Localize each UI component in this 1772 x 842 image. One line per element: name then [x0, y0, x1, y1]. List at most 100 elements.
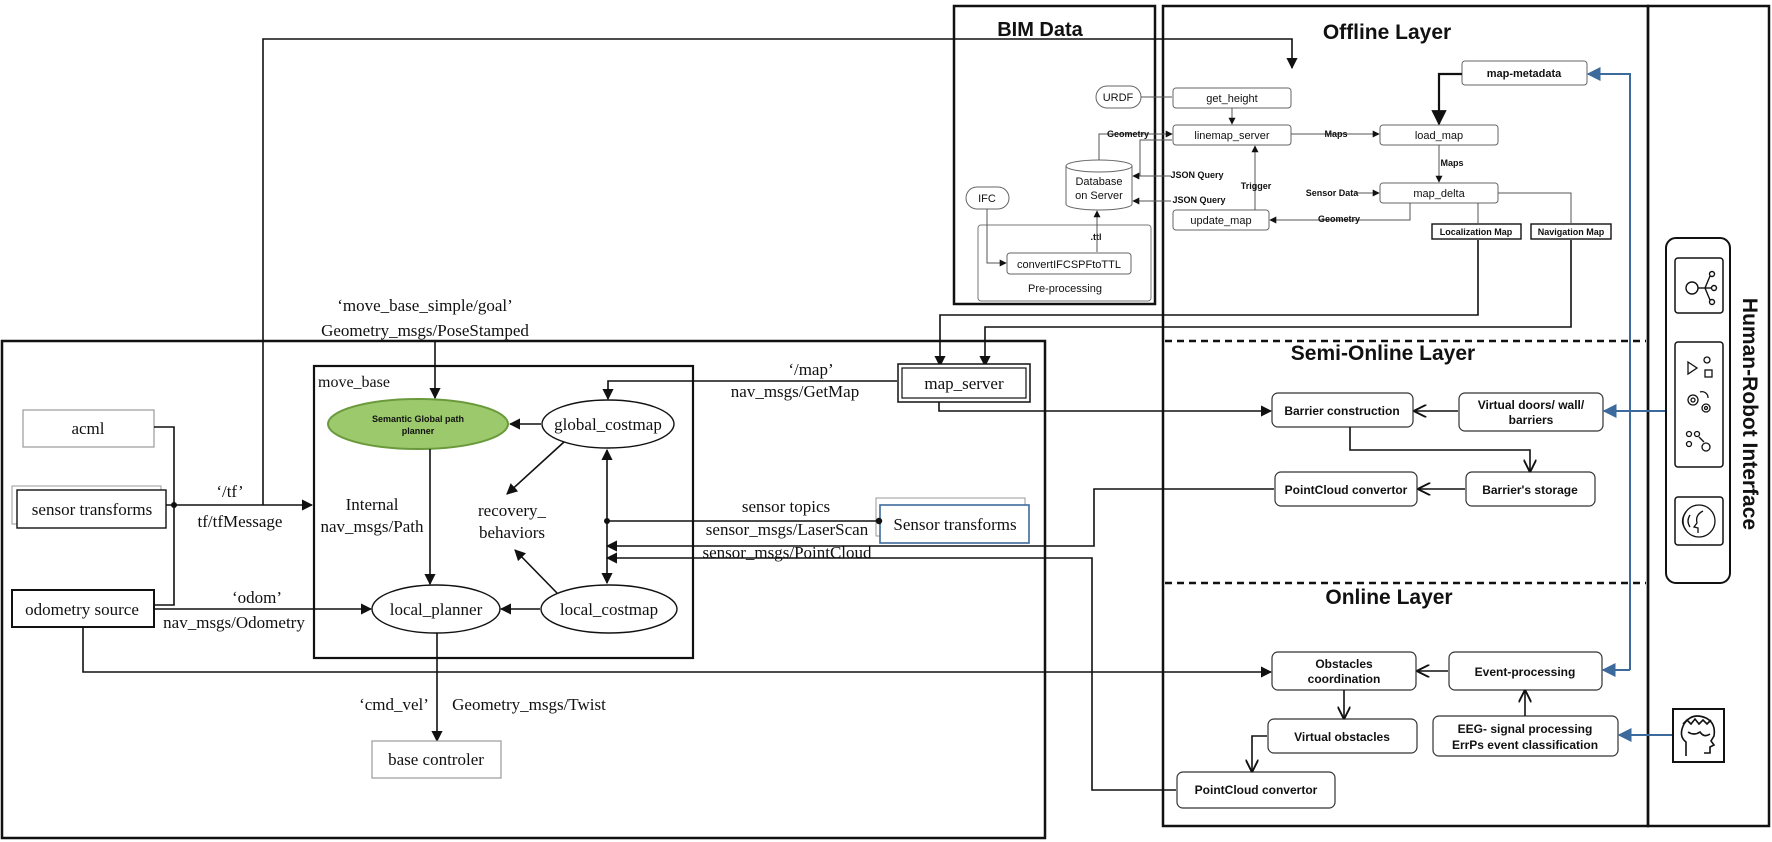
virtual-obstacles-to-pointcloud: [1252, 735, 1267, 771]
linemap-server-label: linemap_server: [1194, 130, 1270, 142]
get-height-label: get_height: [1206, 93, 1257, 105]
tf-topic-label: ‘/tf’: [216, 482, 243, 501]
offline-layer-title: Offline Layer: [1323, 21, 1451, 44]
semi-pointcloud-convertor-node: [1274, 471, 1418, 507]
online-pointcloud-convertor-label: PointCloud convertor: [1195, 783, 1318, 797]
local-planner-label: local_planner: [390, 600, 483, 619]
process-dots-icon: [1685, 430, 1711, 452]
localization-map-to-map-server: [934, 240, 1479, 368]
database-top: [1065, 159, 1133, 173]
urdf-label: URDF: [1103, 92, 1134, 104]
map-topic-label: ‘/map’: [788, 360, 833, 379]
json-query-label-1: JSON Query: [1170, 170, 1223, 180]
ifc-label: IFC: [978, 193, 996, 205]
update-map-node: [1172, 209, 1270, 231]
goal-type-label: Geometry_msgs/PoseStamped: [321, 321, 529, 340]
brain-eeg-icon: [1680, 715, 1716, 756]
base-controller-label: base controler: [388, 750, 484, 769]
acml-label: acml: [71, 419, 104, 438]
local-costmap-label: local_costmap: [560, 600, 658, 619]
map-metadata-label: map-metadata: [1487, 68, 1562, 80]
human-robot-interface-frame: [1646, 4, 1771, 828]
semantic-planner-label-1: Semantic Global path: [372, 414, 464, 424]
map-delta-label: map_delta: [1413, 188, 1465, 200]
tf-to-linemap-arrow: [262, 38, 1298, 505]
geometry-delta-to-update: [1269, 203, 1411, 224]
brain-head-icon: [1672, 708, 1725, 763]
barrier-construction-to-storage: [1349, 427, 1530, 471]
bim-data-frame: [952, 4, 1157, 306]
internal-label-1: Internal: [346, 495, 399, 514]
obstacles-coordination-label-2: coordination: [1308, 672, 1381, 686]
preprocessing-group: [977, 224, 1152, 302]
navigation-stack-frame: [0, 339, 1047, 840]
ttl-label: .ttl: [1091, 232, 1102, 242]
maps-label-1: Maps: [1324, 129, 1347, 139]
event-processing-label: Event-processing: [1475, 665, 1576, 679]
json-query-linemap-to-db: [1133, 139, 1172, 177]
tf-type-label: tf/tfMessage: [198, 512, 283, 531]
convert-ifc-label: convertIFCSPFtoTTL: [1017, 259, 1121, 271]
semantic-global-path-planner-node: [327, 398, 509, 450]
geometry-db-to-linemap: [1098, 130, 1173, 160]
local-costmap-node: [540, 584, 678, 634]
voice-face-icon: [1681, 504, 1716, 538]
obstacles-coordination-label-1: Obstacles: [1315, 657, 1373, 671]
eeg-processing-label-2: ErrPs event classification: [1452, 738, 1598, 752]
workflow-shapes-icon: [1687, 356, 1713, 378]
gear-icon: [1687, 391, 1711, 413]
metadata-to-load-map-arrow: [1431, 72, 1462, 126]
map-server-node: [901, 367, 1027, 399]
virtual-doors-label-1: Virtual doors/ wall/: [1478, 398, 1585, 412]
cmd-vel-label: ‘cmd_vel’: [359, 695, 429, 714]
odom-type-label: nav_msgs/Odometry: [163, 613, 305, 632]
sensor-data-label: Sensor Data: [1306, 188, 1360, 198]
map-server-to-global-costmap-arrow: [602, 380, 897, 401]
odometry-to-obstacles-arrow: [82, 627, 1273, 678]
semantic-planner-label-2: planner: [402, 426, 435, 436]
ifc-to-convert-arrow: [986, 209, 1007, 267]
hri-settings-icon-box: [1674, 341, 1724, 468]
virtual-doors-label-2: barriers: [1509, 413, 1554, 427]
bim-data-title: BIM Data: [997, 19, 1083, 41]
global-costmap-to-recovery-arrow: [506, 441, 565, 495]
internal-label-2: nav_msgs/Path: [321, 517, 424, 536]
sensor-transforms-label: sensor transforms: [32, 500, 152, 519]
recovery-label-1: recovery_: [478, 501, 546, 520]
hri-title: Human-Robot Interface: [1738, 298, 1761, 530]
preprocessing-label: Pre-processing: [1028, 283, 1102, 295]
laserscan-label: sensor_msgs/LaserScan: [706, 520, 869, 539]
navigation-map-node: [1530, 223, 1612, 240]
sensor-transforms-right-node: [879, 504, 1030, 544]
database-label-2: on Server: [1075, 190, 1123, 202]
twist-label: Geometry_msgs/Twist: [452, 695, 606, 714]
base-controller-node: [371, 740, 502, 779]
odometry-source-label: odometry source: [25, 600, 139, 619]
barrier-construction-label: Barrier construction: [1284, 404, 1399, 418]
costmap-to-online-pointcloud: [605, 552, 1176, 791]
semi-online-layer-title: Semi-Online Layer: [1291, 342, 1475, 365]
sensor-transforms-right-label: Sensor transforms: [893, 515, 1016, 534]
virtual-obstacles-label: Virtual obstacles: [1294, 730, 1390, 744]
move-base-group: [312, 364, 695, 660]
acml-link: [154, 426, 175, 505]
convert-ifc-node: [1006, 252, 1132, 275]
map-type-label: nav_msgs/GetMap: [731, 382, 859, 401]
goal-topic-label: ‘move_base_simple/goal’: [337, 296, 513, 315]
database-label-1: Database: [1075, 176, 1122, 188]
acml-node: [22, 409, 155, 448]
json-query-label-2: JSON Query: [1172, 195, 1225, 205]
load-map-label: load_map: [1415, 130, 1463, 142]
map-server-label: map_server: [924, 374, 1004, 393]
database-on-server-node: [1065, 166, 1133, 211]
map-server-to-barrier-construction: [938, 402, 1273, 417]
sensor-topics-label: sensor topics: [742, 497, 830, 516]
update-map-label: update_map: [1190, 215, 1251, 227]
hri-to-map-metadata-link: [1586, 67, 1631, 670]
move-base-label: move_base: [318, 374, 390, 391]
maps-label-2: Maps: [1440, 158, 1463, 168]
navigation-map-to-map-server: [979, 240, 1572, 368]
costmap-to-semi-pointcloud: [605, 488, 1274, 552]
trigger-label: Trigger: [1241, 181, 1272, 191]
